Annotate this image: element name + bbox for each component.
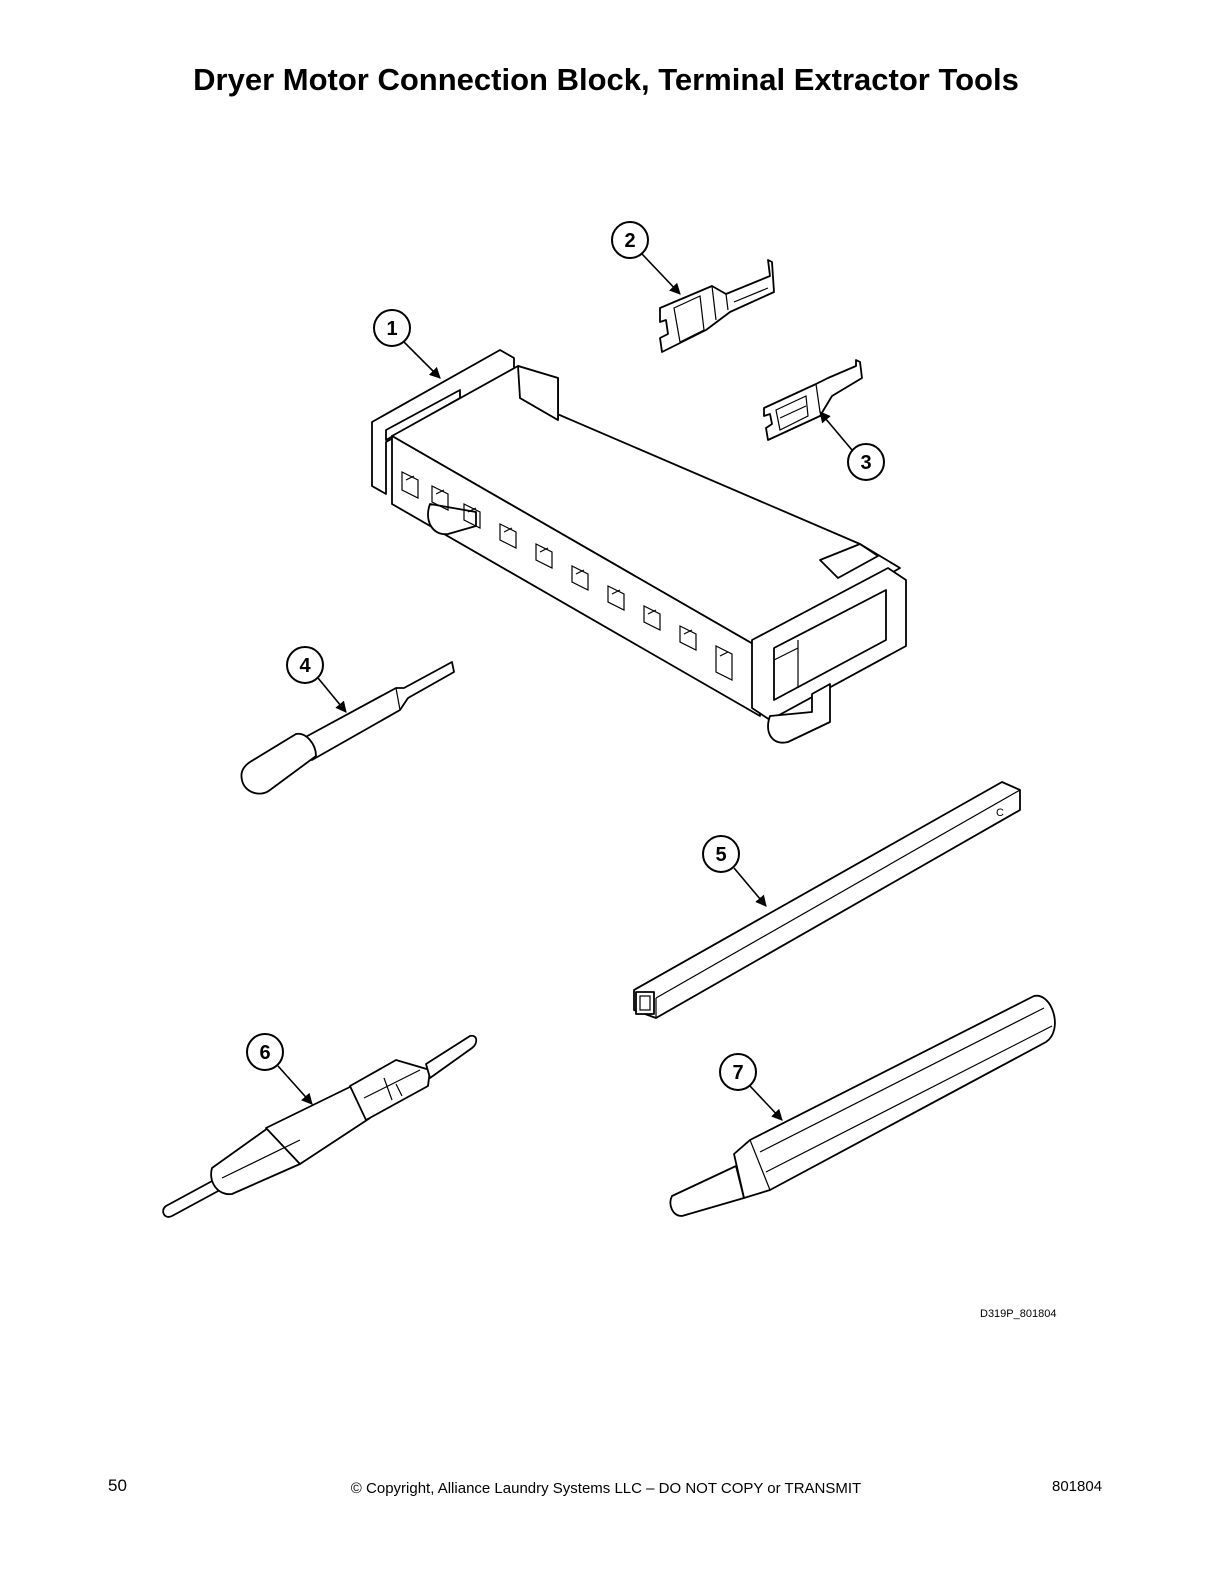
callout-5-label: 5 bbox=[715, 844, 726, 866]
callout-6-label: 6 bbox=[259, 1042, 270, 1064]
terminal-part-3 bbox=[763, 359, 863, 441]
callout-6: 6 bbox=[246, 1033, 313, 1105]
page-number: 50 bbox=[108, 1476, 127, 1495]
square-tube-tool-part-5: C bbox=[633, 781, 1021, 1019]
callout-5: 5 bbox=[702, 835, 767, 907]
drawing-code: D319P_801804 bbox=[980, 1308, 1057, 1320]
callout-4: 4 bbox=[286, 646, 347, 713]
callout-1-label: 1 bbox=[386, 318, 397, 340]
double-ended-extractor-part-6 bbox=[162, 1034, 478, 1218]
callout-3: 3 bbox=[819, 411, 885, 481]
page-title: Dryer Motor Connection Block, Terminal E… bbox=[193, 62, 1019, 97]
terminal-part-2 bbox=[659, 259, 775, 353]
callout-3-label: 3 bbox=[860, 452, 871, 474]
tube-mark-label: C bbox=[996, 807, 1004, 819]
callout-7-label: 7 bbox=[732, 1062, 743, 1084]
hex-extractor-part-7 bbox=[669, 995, 1056, 1217]
callout-2-label: 2 bbox=[624, 230, 635, 252]
extractor-tool-part-4 bbox=[240, 661, 455, 795]
callout-4-label: 4 bbox=[299, 655, 311, 677]
callout-1: 1 bbox=[373, 309, 441, 379]
copyright-notice: © Copyright, Alliance Laundry Systems LL… bbox=[350, 1480, 862, 1497]
connection-block-part bbox=[371, 349, 907, 744]
callout-2: 2 bbox=[611, 221, 681, 295]
callout-7: 7 bbox=[719, 1053, 783, 1121]
document-number: 801804 bbox=[1052, 1478, 1103, 1495]
